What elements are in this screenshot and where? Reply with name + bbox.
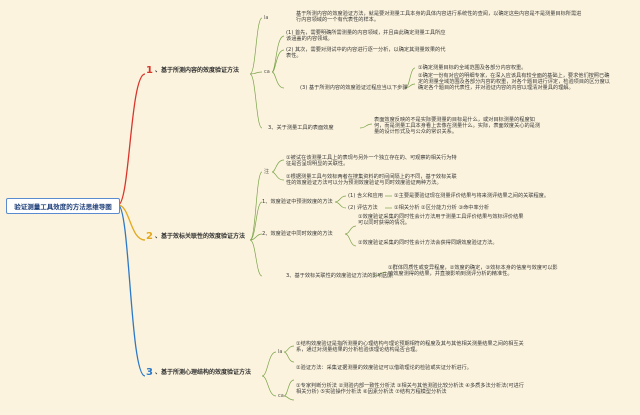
branch-1-number: 1 <box>146 65 153 76</box>
branch-3-child-2-item-1: ②验证方法：采集证据测量的效度验证可以借助理论的检验或实证分析进行。 <box>296 365 472 371</box>
branch-2-child-4-text: 3、基于效标关联性的效度验证方法的影响因素 <box>286 273 394 279</box>
branch-2-label: 、基于效标关联性的效度验证方法 <box>154 233 245 240</box>
branch-2-child-2-sub-2: ①相关分析 ②区分能力分析 ③命中率分析 <box>394 205 490 211</box>
branch-2-child-3-text: 2、效度验证中同时效度的方法 <box>262 231 333 237</box>
branch-1-child-2-sub-2: ②确定一份有对应的明细专家，在深入应该具有较全面的基础上，要求他们按照已确定的测… <box>418 73 610 91</box>
branch-3-label: 、基于所测心理结构的效度验证方法 <box>154 369 251 376</box>
branch-3-child-2-label: ca <box>278 393 284 399</box>
branch-1-child-2-item-1: (1) 首先，需要明确所需测量的内容领域，并且由此确定测量工具所应该涵盖的内容领… <box>286 30 446 42</box>
branch-2-title[interactable]: 2、基于效标关联性的效度验证方法 <box>146 231 245 242</box>
branch-1-child-1-label: la <box>264 15 269 21</box>
branch-3-title[interactable]: 3、基于所测心理结构的效度验证方法 <box>146 367 251 378</box>
branch-3-child-1-text: ①结构效度验证是指所测量的心理结构与理论预期相符的程度及其与其他相关测量结果之间… <box>296 341 524 353</box>
branch-2-child-1-label: 注 <box>264 169 270 175</box>
branch-2-child-3-item-2: ②效度验证采集的同时性会计方法会获得同期效度验证方法。 <box>358 240 498 246</box>
branch-2-child-4-item-1: ①群体同质性或变异程度，②效度的确定，③效标本身的信度与效度可以影响效度测得的结… <box>388 265 558 277</box>
branch-3-child-2-item-2: ①专家判断分析法 ②测验内部一致性分析法 ③相关与其他测验比较分析法 ④多质多法… <box>296 383 524 395</box>
branch-2-child-2-item-2: (2) 评估方法 <box>348 205 378 211</box>
branch-2-child-3-item-1: ①效度验证采集的同时性会计方法用于测量工具评价结果与效标评价结果可以同时获得的情… <box>358 214 524 226</box>
branch-3-number: 3 <box>146 367 153 378</box>
branch-1-child-2-item-3: (3) 基于所测内容的效度验证过程应当以下步骤 <box>300 85 408 91</box>
branch-2-child-2-item-1: (1) 含义和应用 <box>348 193 383 199</box>
branch-2-child-1-item-1: ①被试在该测量工具上的表现与另外一个独立存在的、可观察的相关行为特征是否呈现明显… <box>286 155 457 167</box>
branch-2-child-1-item-2: ②根据测量工具与效标两者在搜集资料的时间间隔上的不同，基于效标关联性的效度验证方… <box>286 174 457 186</box>
branch-2-number: 2 <box>146 231 153 242</box>
branch-1-child-2-sub-1: ①确定测量目标的全域范围及各部分内容权重。 <box>418 65 527 71</box>
branch-1-title[interactable]: 1、基于所测内容的效度验证方法 <box>146 65 239 76</box>
branch-1-child-3-text: 3、关于测量工具的表面效度 <box>268 125 334 131</box>
branch-1-child-2-item-2: (2) 其次，需要对测试中的内容进行逐一分析，以确定其测量效果的代表性。 <box>286 47 446 59</box>
branch-1-child-3-note: 表面效度反映的不是实际要测量的目标是什么，或对目标测量的程度如何，而是测量工具本… <box>374 117 541 135</box>
branch-2-child-2-text: 1、效度验证中预测效度的方法 <box>262 199 333 205</box>
branch-1-child-2-label: ca <box>264 69 270 75</box>
root-node[interactable]: 验证测量工具效度的方法思维导图 <box>6 198 120 214</box>
branch-1-label: 、基于所测内容的效度验证方法 <box>154 67 239 74</box>
branch-1-child-1-text: 基于所测内容的效度验证方法，就是要对测量工具本身的具体内容进行系统性的查阅，以确… <box>296 11 582 23</box>
branch-3-child-1-label: la <box>278 349 283 355</box>
branch-2-child-2-sub-1: ①主要是要验证现在测量评价结果与将来测评结果之间的关联程度。 <box>394 193 550 199</box>
